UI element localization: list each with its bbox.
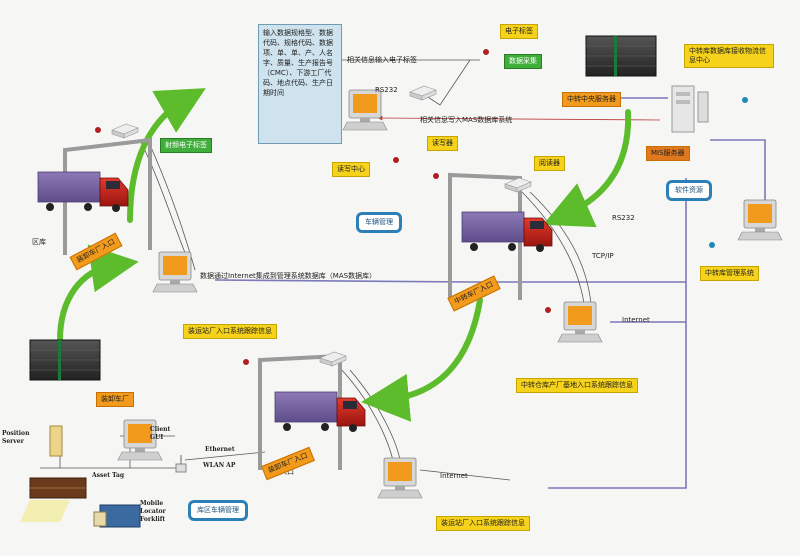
truck-icon bbox=[461, 211, 553, 253]
tcpip-label: TCP/IP bbox=[592, 252, 614, 260]
rfid-tag-box: 射频电子标签 bbox=[160, 138, 212, 153]
input-data-note: 输入数据规格型、数据代码、规格代码、数据项、单、单、产、人名字、质量、生产报告号… bbox=[258, 24, 342, 144]
electronic-tag-box: 电子标签 bbox=[500, 24, 538, 39]
internet-mid-label: Internet bbox=[622, 316, 650, 324]
reader-small-box: 读写器 bbox=[427, 136, 458, 151]
mis-server-box: MIS服务器 bbox=[646, 146, 690, 161]
position-server-label: Position Server bbox=[2, 430, 30, 445]
asset-tag-label: Asset Tag bbox=[92, 472, 125, 479]
input-info-label: 相关信息输入电子标签 bbox=[347, 56, 417, 64]
write-back-label: 相关信息写入MAS数据库系统 bbox=[420, 116, 513, 124]
warehouse-label: 区库 bbox=[32, 238, 46, 246]
data-collection-box: 数据采集 bbox=[504, 54, 542, 69]
top-pc-box: 读写中心 bbox=[332, 162, 370, 177]
rs232-top-label: RS232 bbox=[375, 86, 398, 94]
internet-line-label: 数据通过Internet集成到管理系统数据库（MAS数据库） bbox=[200, 272, 377, 280]
client-gui-label: Client GUI bbox=[150, 426, 171, 441]
reader-mid-box: 阅读器 bbox=[534, 156, 565, 171]
truck-icon bbox=[274, 391, 366, 433]
entry-tracking-3: 装运站厂入口系统跟踪信息 bbox=[436, 516, 530, 531]
entry-tracking-2: 中转仓库产厂基地入口系统跟踪信息 bbox=[516, 378, 638, 393]
rs232-mid-label: RS232 bbox=[612, 214, 635, 222]
right-pc-box: 中转库管理系统 bbox=[700, 266, 759, 281]
internet-bottom-label: Internet bbox=[440, 472, 468, 480]
yard-vehicle-box: 库区车辆管理 bbox=[188, 500, 248, 521]
right-top-info-box: 中转库数据库接收物流信息中心 bbox=[684, 44, 774, 68]
software-resource-box: 软件资源 bbox=[666, 180, 712, 201]
mobile-locator-label: Mobile Locator Forklift bbox=[140, 500, 166, 523]
vehicle-management-box: 车辆管理 bbox=[356, 212, 402, 233]
factory-box: 装卸车厂 bbox=[96, 392, 134, 407]
entry-label: 入口 bbox=[280, 468, 294, 476]
entry-tracking-1: 装运站厂入口系统跟踪信息 bbox=[183, 324, 277, 339]
top-server-box: 中转中央服务器 bbox=[562, 92, 621, 107]
wlan-ap-label: WLAN AP bbox=[203, 462, 236, 469]
truck-icon bbox=[37, 171, 129, 213]
ethernet-label: Ethernet bbox=[205, 446, 235, 453]
